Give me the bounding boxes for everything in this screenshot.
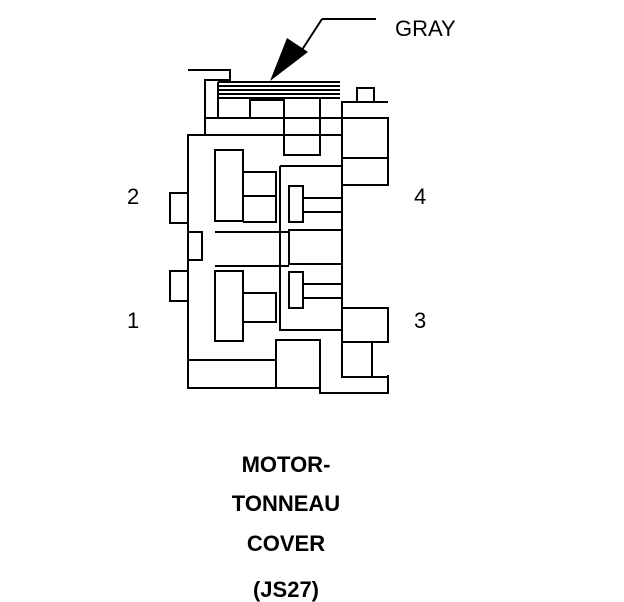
- callout-label-gray: GRAY: [395, 16, 456, 41]
- pin-label-3: 3: [414, 308, 427, 333]
- gray-callout-leader: [297, 18, 376, 57]
- connector-code: (JS27): [252, 577, 320, 602]
- caption-line-3: COVER: [246, 531, 326, 556]
- connector-body: [169, 69, 389, 394]
- pin-label-4: 4: [414, 184, 427, 209]
- callout-arrowhead: [270, 38, 308, 81]
- pin-label-1: 1: [127, 308, 140, 333]
- pin-label-2: 2: [127, 184, 140, 209]
- caption-line-1: MOTOR-: [241, 452, 331, 477]
- caption-line-2: TONNEAU: [231, 491, 341, 516]
